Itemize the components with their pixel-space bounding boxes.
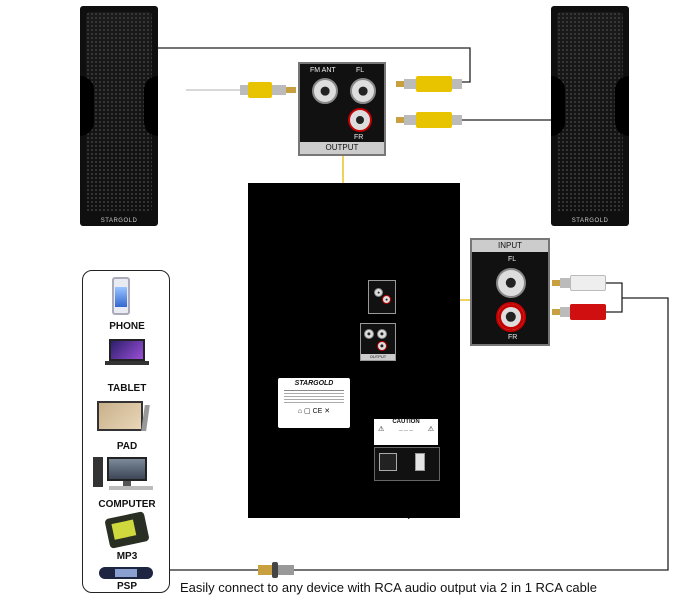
speaker-brand: STARGOLD bbox=[571, 218, 609, 224]
fm-ant-label: FM ANT bbox=[310, 67, 336, 74]
device-label-computer: COMPUTER bbox=[98, 499, 156, 510]
fl-label: FL bbox=[356, 67, 365, 74]
caption-text: Easily connect to any device with RCA au… bbox=[180, 580, 597, 595]
fr-label: FR bbox=[354, 134, 364, 141]
input-fr-label: FR bbox=[508, 334, 518, 341]
fm-antenna-jack bbox=[312, 78, 338, 104]
tablet-icon bbox=[97, 401, 150, 433]
fl-output-jack bbox=[350, 78, 376, 104]
caution-title: CAUTION bbox=[392, 419, 420, 425]
gamepad-icon bbox=[99, 567, 153, 579]
aux-3-5mm-plug bbox=[258, 562, 294, 578]
input-fr-jack bbox=[496, 302, 526, 332]
subwoofer-back-panel: OUTPUT STARGOLD ⌂ ▢ CE ✕ CAUTION ⚠— — —⚠ bbox=[248, 183, 460, 518]
caution-plate: CAUTION ⚠— — —⚠ bbox=[374, 419, 438, 445]
compatible-devices-panel: PHONE TABLET PAD COMPUTER MP3 PSP bbox=[82, 270, 170, 593]
input-panel: INPUT FL FR bbox=[470, 238, 550, 346]
mini-output-panel: OUTPUT bbox=[360, 323, 396, 361]
device-label-phone: PHONE bbox=[109, 321, 145, 332]
left-speaker-cable bbox=[158, 47, 471, 83]
mini-input-panel bbox=[368, 280, 396, 314]
output-panel: FM ANT FL FR OUTPUT bbox=[298, 62, 386, 156]
speaker-grille bbox=[86, 12, 152, 212]
input-panel-title: INPUT bbox=[472, 240, 548, 252]
mp3-player-icon bbox=[104, 511, 150, 549]
output-panel-title: OUTPUT bbox=[300, 142, 384, 154]
power-socket bbox=[379, 453, 397, 471]
device-label-mp3: MP3 bbox=[116, 551, 138, 562]
spec-label: STARGOLD ⌂ ▢ CE ✕ bbox=[278, 378, 350, 428]
white-rca-plug bbox=[552, 275, 608, 291]
power-section bbox=[374, 447, 440, 481]
left-rca-plug-yellow bbox=[396, 76, 464, 92]
speaker-grille bbox=[557, 12, 623, 212]
phone-icon bbox=[112, 277, 130, 315]
device-label-psp: PSP bbox=[116, 581, 137, 592]
input-fl-label: FL bbox=[508, 256, 517, 263]
speaker-brand: STARGOLD bbox=[100, 218, 138, 224]
right-satellite-speaker: STARGOLD bbox=[551, 6, 629, 226]
left-satellite-speaker: STARGOLD bbox=[80, 6, 158, 226]
device-label-pad: PAD bbox=[116, 441, 138, 452]
warning-icon: ⚠— — —⚠ bbox=[378, 426, 434, 433]
rca-input-cable bbox=[292, 297, 669, 571]
laptop-icon bbox=[105, 339, 149, 367]
red-rca-plug bbox=[552, 304, 608, 320]
device-label-tablet: TABLET bbox=[107, 383, 147, 394]
brand-logo: STARGOLD bbox=[294, 380, 334, 387]
input-fl-jack bbox=[496, 268, 526, 298]
power-switch bbox=[415, 453, 425, 471]
right-rca-plug-yellow bbox=[396, 112, 464, 128]
mini-output-label: OUTPUT bbox=[361, 354, 395, 360]
computer-icon bbox=[93, 457, 159, 491]
fm-antenna-plug bbox=[240, 82, 298, 98]
fr-output-jack bbox=[348, 108, 372, 132]
certification-marks-icon: ⌂ ▢ CE ✕ bbox=[297, 408, 331, 415]
